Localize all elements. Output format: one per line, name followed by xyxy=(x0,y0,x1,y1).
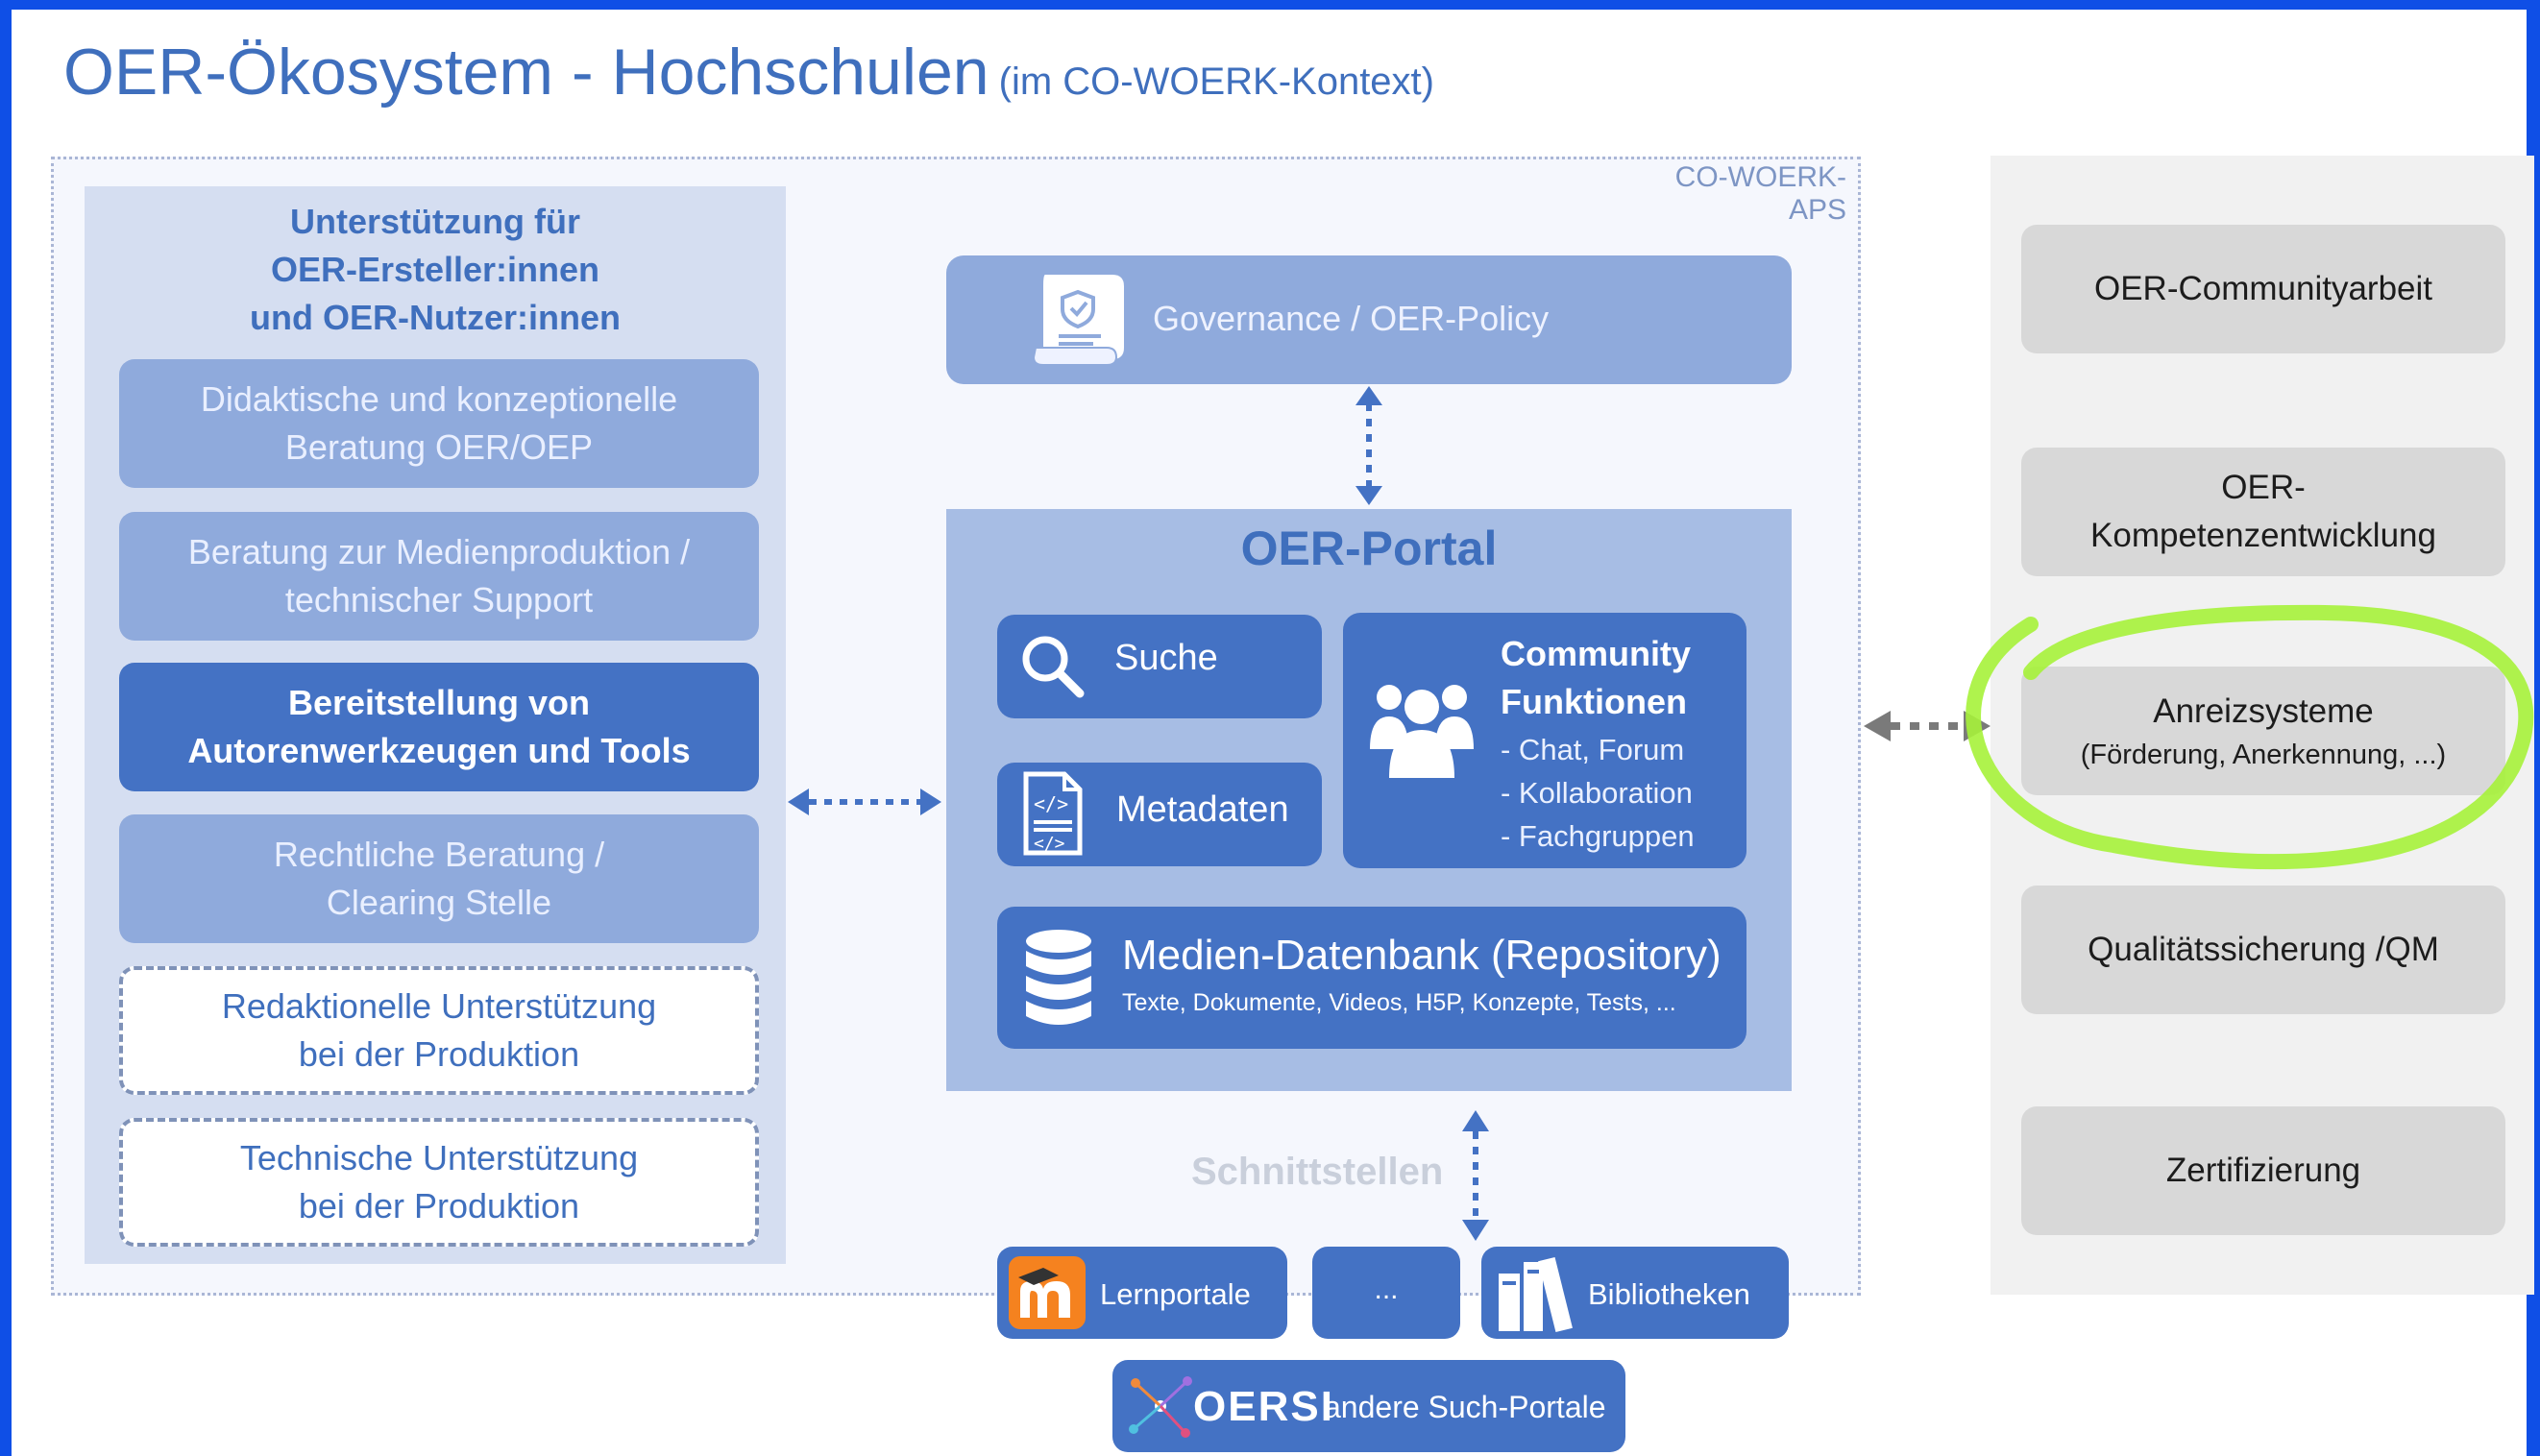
frame-top-border xyxy=(0,0,2540,10)
support-panel-title: Unterstützung für OER-Ersteller:innen un… xyxy=(96,198,774,342)
title-main: OER-Ökosystem - Hochschulen xyxy=(63,36,989,109)
support-title-line: Unterstützung für xyxy=(290,202,580,241)
support-box-redaktionell: Redaktionelle Unterstützung bei der Produ… xyxy=(119,966,759,1095)
community-feature-item: - Chat, Forum xyxy=(1501,733,1685,766)
metadata-label: Metadaten xyxy=(1116,789,1289,830)
ecosystem-box-kompetenzentwicklung: OER- Kompetenzentwicklung xyxy=(2021,448,2505,576)
search-box xyxy=(997,615,1322,718)
network-logo-icon xyxy=(1129,1376,1192,1438)
search-portals-label: andere Such-Portale xyxy=(1324,1390,1606,1424)
learning-portals-label: Lernportale xyxy=(1100,1277,1251,1311)
community-title-line: Funktionen xyxy=(1501,682,1687,721)
policy-document-icon xyxy=(1032,275,1124,366)
moodle-logo-icon xyxy=(1009,1256,1086,1329)
ecosystem-box-zertifizierung: Zertifizierung xyxy=(2021,1106,2505,1235)
support-box-line: Clearing Stelle xyxy=(326,883,552,922)
interfaces-label: Schnittstellen xyxy=(1191,1151,1444,1193)
support-box-technisch: Technische Unterstützung bei der Produkti… xyxy=(119,1118,759,1247)
frame-left-border xyxy=(0,0,12,1456)
ecosystem-box-line: OER-Communityarbeit xyxy=(2093,270,2433,307)
books-icon xyxy=(1499,1256,1573,1333)
support-box-rechtliche-beratung: Rechtliche Beratung / Clearing Stelle xyxy=(119,814,759,943)
page-title: OER-Ökosystem - Hochschulen(im CO-WOERK-… xyxy=(63,35,1434,131)
media-database-subtitle: Texte, Dokumente, Videos, H5P, Konzepte,… xyxy=(1122,989,1676,1016)
oersi-logo: OERSI xyxy=(1193,1383,1334,1430)
metadata-document-icon: </> </> xyxy=(1023,771,1083,856)
ecosystem-box-note: (Förderung, Anerkennung, ...) xyxy=(2080,740,2447,770)
ecosystem-box-line: Anreizsysteme xyxy=(2153,692,2374,730)
media-database-box xyxy=(997,907,1746,1049)
ecosystem-box-anreizsysteme: Anreizsysteme (Förderung, Anerkennung, .… xyxy=(2021,667,2505,795)
community-title-line: Community xyxy=(1501,634,1691,673)
aps-ecosystem-arrow xyxy=(1864,711,1990,741)
svg-text:</>: </> xyxy=(1034,834,1065,854)
libraries-label: Bibliotheken xyxy=(1588,1277,1750,1311)
support-title-line: OER-Ersteller:innen xyxy=(270,250,600,289)
search-label: Suche xyxy=(1114,638,1218,678)
search-icon xyxy=(1022,636,1085,698)
community-feature-item: - Fachgruppen xyxy=(1501,819,1695,853)
other-interfaces-label: ... xyxy=(1374,1274,1399,1305)
community-feature-list: - Chat, Forum - Kollaboration - Fachgrup… xyxy=(1501,728,1741,858)
users-group-icon xyxy=(1370,685,1474,778)
support-box-line: Redaktionelle Unterstützung xyxy=(221,986,657,1026)
database-icon xyxy=(1026,930,1091,1025)
support-title-line: und OER-Nutzer:innen xyxy=(250,298,621,337)
support-box-line: Beratung zur Medienproduktion / xyxy=(187,532,691,571)
community-title: Community Funktionen xyxy=(1501,630,1741,726)
aps-label: CO-WOERK-APS xyxy=(1674,161,1846,226)
support-box-line: Rechtliche Beratung / xyxy=(273,835,605,874)
ecosystem-box-qualitaetssicherung: Qualitätssicherung /QM xyxy=(2021,886,2505,1014)
search-portals-box xyxy=(1112,1360,1625,1452)
support-box-line: technischer Support xyxy=(284,580,594,619)
support-box-line: Didaktische und konzeptionelle xyxy=(200,379,678,419)
support-box-line: bei der Produktion xyxy=(298,1186,580,1225)
other-interfaces-box xyxy=(1312,1247,1460,1339)
metadata-box xyxy=(997,763,1322,866)
governance-label: Governance / OER-Policy xyxy=(1153,299,1550,338)
oer-portal-title: OER-Portal xyxy=(1240,522,1498,575)
ecosystem-box-line: OER- xyxy=(2221,469,2306,506)
title-subtitle: (im CO-WOERK-Kontext) xyxy=(998,61,1434,103)
ecosystem-box-line: Zertifizierung xyxy=(2165,1152,2361,1189)
media-database-title: Medien-Datenbank (Repository) xyxy=(1122,932,1722,979)
ecosystem-box-line: Qualitätssicherung /QM xyxy=(2088,931,2439,968)
ecosystem-box-line: Kompetenzentwicklung xyxy=(2090,517,2436,554)
svg-text:</>: </> xyxy=(1034,792,1068,815)
community-feature-item: - Kollaboration xyxy=(1501,776,1693,810)
support-box-line: Bereitstellung von xyxy=(287,683,591,722)
support-box-line: Beratung OER/OEP xyxy=(284,427,594,467)
support-box-medienproduktion: Beratung zur Medienproduktion / technisch… xyxy=(119,512,759,641)
ecosystem-box-communityarbeit: OER-Communityarbeit xyxy=(2021,225,2505,353)
support-box-line: Autorenwerkzeugen und Tools xyxy=(187,731,691,770)
support-box-line: Technische Unterstützung xyxy=(239,1138,639,1177)
support-box-line: bei der Produktion xyxy=(298,1034,580,1074)
